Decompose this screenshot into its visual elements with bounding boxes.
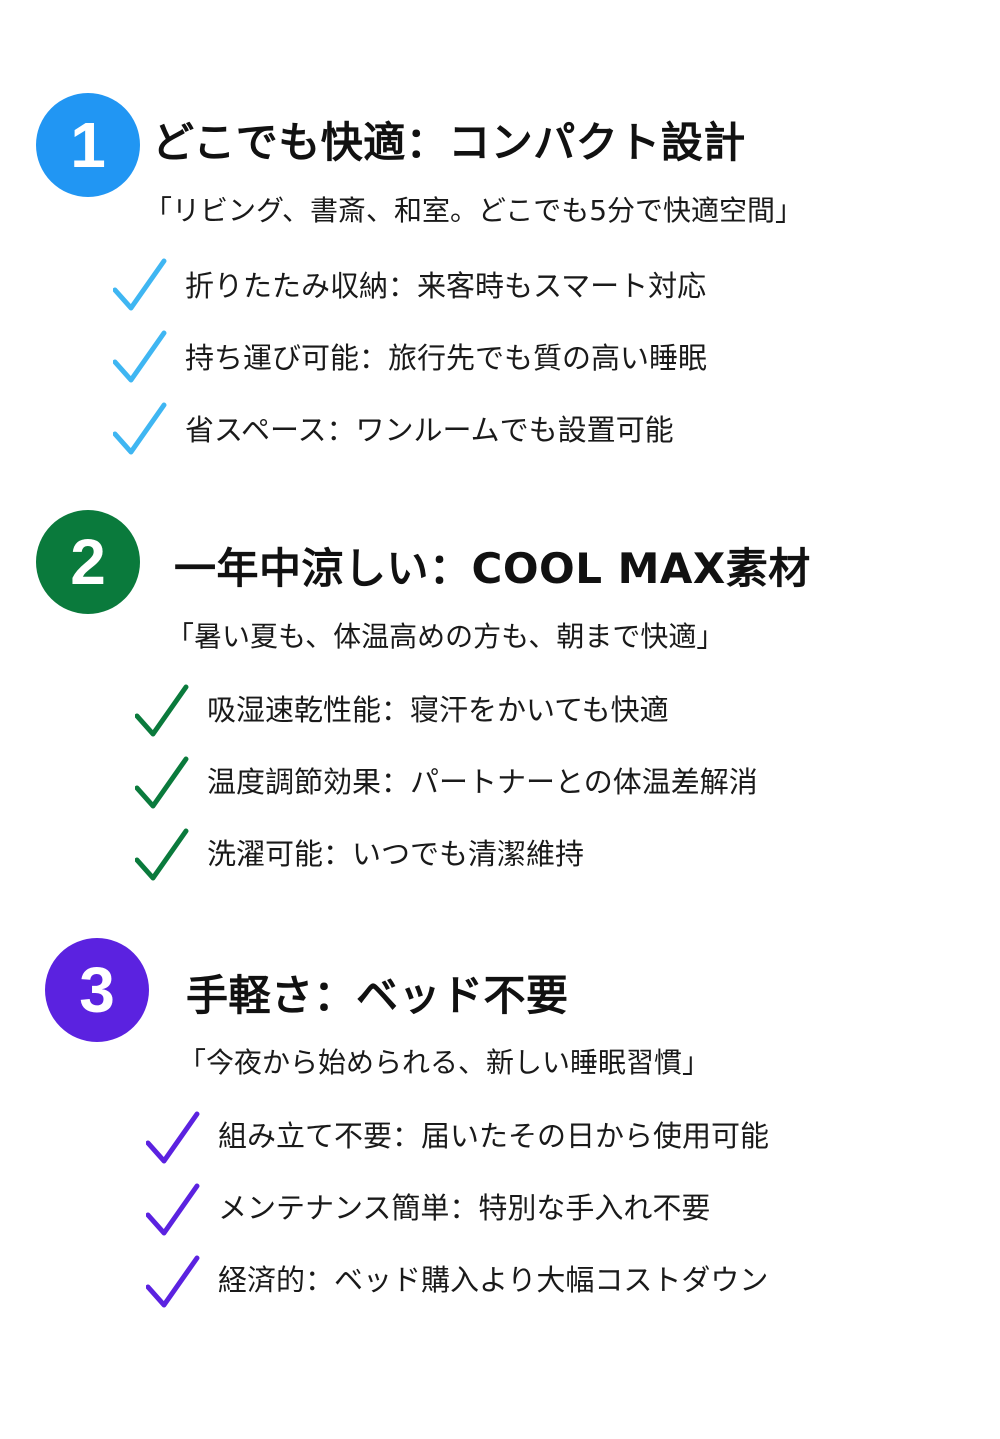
check-icon bbox=[135, 756, 189, 809]
badge-number: 2 bbox=[70, 526, 106, 598]
list-item-text: 組み立て不要：届いたその日から使用可能 bbox=[218, 1119, 770, 1153]
list-item-text: 省スペース：ワンルームでも設置可能 bbox=[185, 413, 674, 447]
check-icon bbox=[146, 1111, 200, 1164]
list-item-text: 経済的：ベッド購入より大幅コストダウン bbox=[218, 1263, 769, 1297]
list-item: 省スペース：ワンルームでも設置可能 bbox=[113, 402, 873, 462]
number-badge-3: 3 bbox=[45, 938, 149, 1042]
list-item: 洗濯可能：いつでも清潔維持 bbox=[135, 828, 895, 888]
section-title-1: どこでも快適：コンパクト設計 bbox=[152, 118, 746, 167]
list-item: 経済的：ベッド購入より大幅コストダウン bbox=[146, 1255, 906, 1315]
list-item: 温度調節効果：パートナーとの体温差解消 bbox=[135, 756, 895, 816]
section-title-3: 手軽さ：ベッド不要 bbox=[186, 971, 569, 1020]
list-item: 吸湿速乾性能：寝汗をかいても快適 bbox=[135, 684, 895, 744]
badge-number: 1 bbox=[70, 109, 106, 181]
section-title-2: 一年中涼しい：COOL MAX素材 bbox=[174, 544, 811, 593]
list-item-text: 洗濯可能：いつでも清潔維持 bbox=[207, 837, 585, 871]
list-item-text: 温度調節効果：パートナーとの体温差解消 bbox=[207, 765, 758, 799]
list-item-text: 持ち運び可能：旅行先でも質の高い睡眠 bbox=[185, 341, 708, 375]
number-badge-1: 1 bbox=[36, 93, 140, 197]
section-tagline-3: 「今夜から始められる、新しい睡眠習慣」 bbox=[178, 1046, 711, 1079]
section-tagline-1: 「リビング、書斎、和室。どこでも5分で快適空間」 bbox=[144, 194, 804, 227]
badge-number: 3 bbox=[79, 954, 115, 1026]
list-item-text: メンテナンス簡単：特別な手入れ不要 bbox=[218, 1191, 711, 1225]
list-item: メンテナンス簡単：特別な手入れ不要 bbox=[146, 1183, 906, 1243]
check-icon bbox=[146, 1183, 200, 1236]
number-badge-2: 2 bbox=[36, 510, 140, 614]
list-item: 組み立て不要：届いたその日から使用可能 bbox=[146, 1111, 906, 1171]
check-icon bbox=[113, 402, 167, 455]
list-item-text: 折りたたみ収納：来客時もスマート対応 bbox=[185, 269, 707, 303]
check-icon bbox=[135, 684, 189, 737]
check-icon bbox=[113, 330, 167, 383]
check-icon bbox=[135, 828, 189, 881]
list-item: 持ち運び可能：旅行先でも質の高い睡眠 bbox=[113, 330, 873, 390]
list-item: 折りたたみ収納：来客時もスマート対応 bbox=[113, 258, 873, 318]
list-item-text: 吸湿速乾性能：寝汗をかいても快適 bbox=[207, 693, 669, 727]
check-icon bbox=[113, 258, 167, 311]
check-icon bbox=[146, 1255, 200, 1308]
section-tagline-2: 「暑い夏も、体温高めの方も、朝まで快適」 bbox=[166, 620, 725, 653]
